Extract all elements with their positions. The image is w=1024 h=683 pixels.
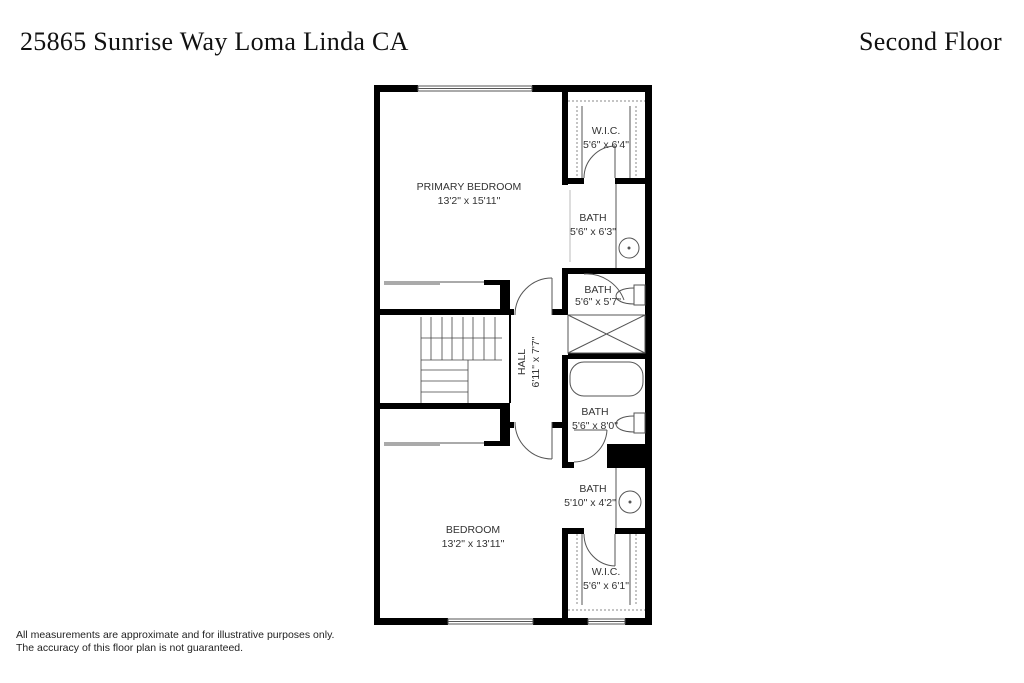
- walls: [374, 85, 652, 625]
- room-dim-bath-2: 5'6" x 5'7": [575, 296, 621, 308]
- property-address: 25865 Sunrise Way Loma Linda CA: [20, 27, 409, 56]
- room-dim-bath-3: 5'6" x 8'0": [572, 420, 618, 432]
- room-name-bedroom: BEDROOM: [446, 524, 500, 536]
- room-name-bath-1: BATH: [579, 212, 606, 224]
- room-labels: PRIMARY BEDROOM 13'2" x 15'11" W.I.C. 5'…: [417, 125, 630, 592]
- room-dim-hall: 6'11" x 7'7": [530, 336, 542, 387]
- room-dim-primary-bedroom: 13'2" x 15'11": [438, 195, 501, 207]
- room-name-wic-1: W.I.C.: [592, 125, 621, 137]
- room-name-primary-bedroom: PRIMARY BEDROOM: [417, 181, 522, 193]
- room-name-hall: HALL: [516, 349, 528, 375]
- room-dim-bath-4: 5'10" x 4'2": [564, 497, 616, 509]
- room-name-bath-4: BATH: [579, 483, 606, 495]
- floor-label: Second Floor: [859, 27, 1002, 56]
- room-dim-wic-2: 5'6" x 6'1": [583, 580, 629, 592]
- room-name-bath-3: BATH: [581, 406, 608, 418]
- room-name-wic-2: W.I.C.: [592, 566, 621, 578]
- disclaimer-line-2: The accuracy of this floor plan is not g…: [16, 642, 244, 654]
- room-dim-wic-1: 5'6" x 6'4": [583, 139, 629, 151]
- room-name-bath-2: BATH: [584, 284, 611, 296]
- room-dim-bedroom: 13'2" x 13'11": [442, 538, 505, 550]
- fixtures: [384, 85, 646, 625]
- disclaimer: All measurements are approximate and for…: [16, 629, 334, 655]
- disclaimer-line-1: All measurements are approximate and for…: [16, 629, 335, 641]
- room-dim-bath-1: 5'6" x 6'3": [570, 226, 616, 238]
